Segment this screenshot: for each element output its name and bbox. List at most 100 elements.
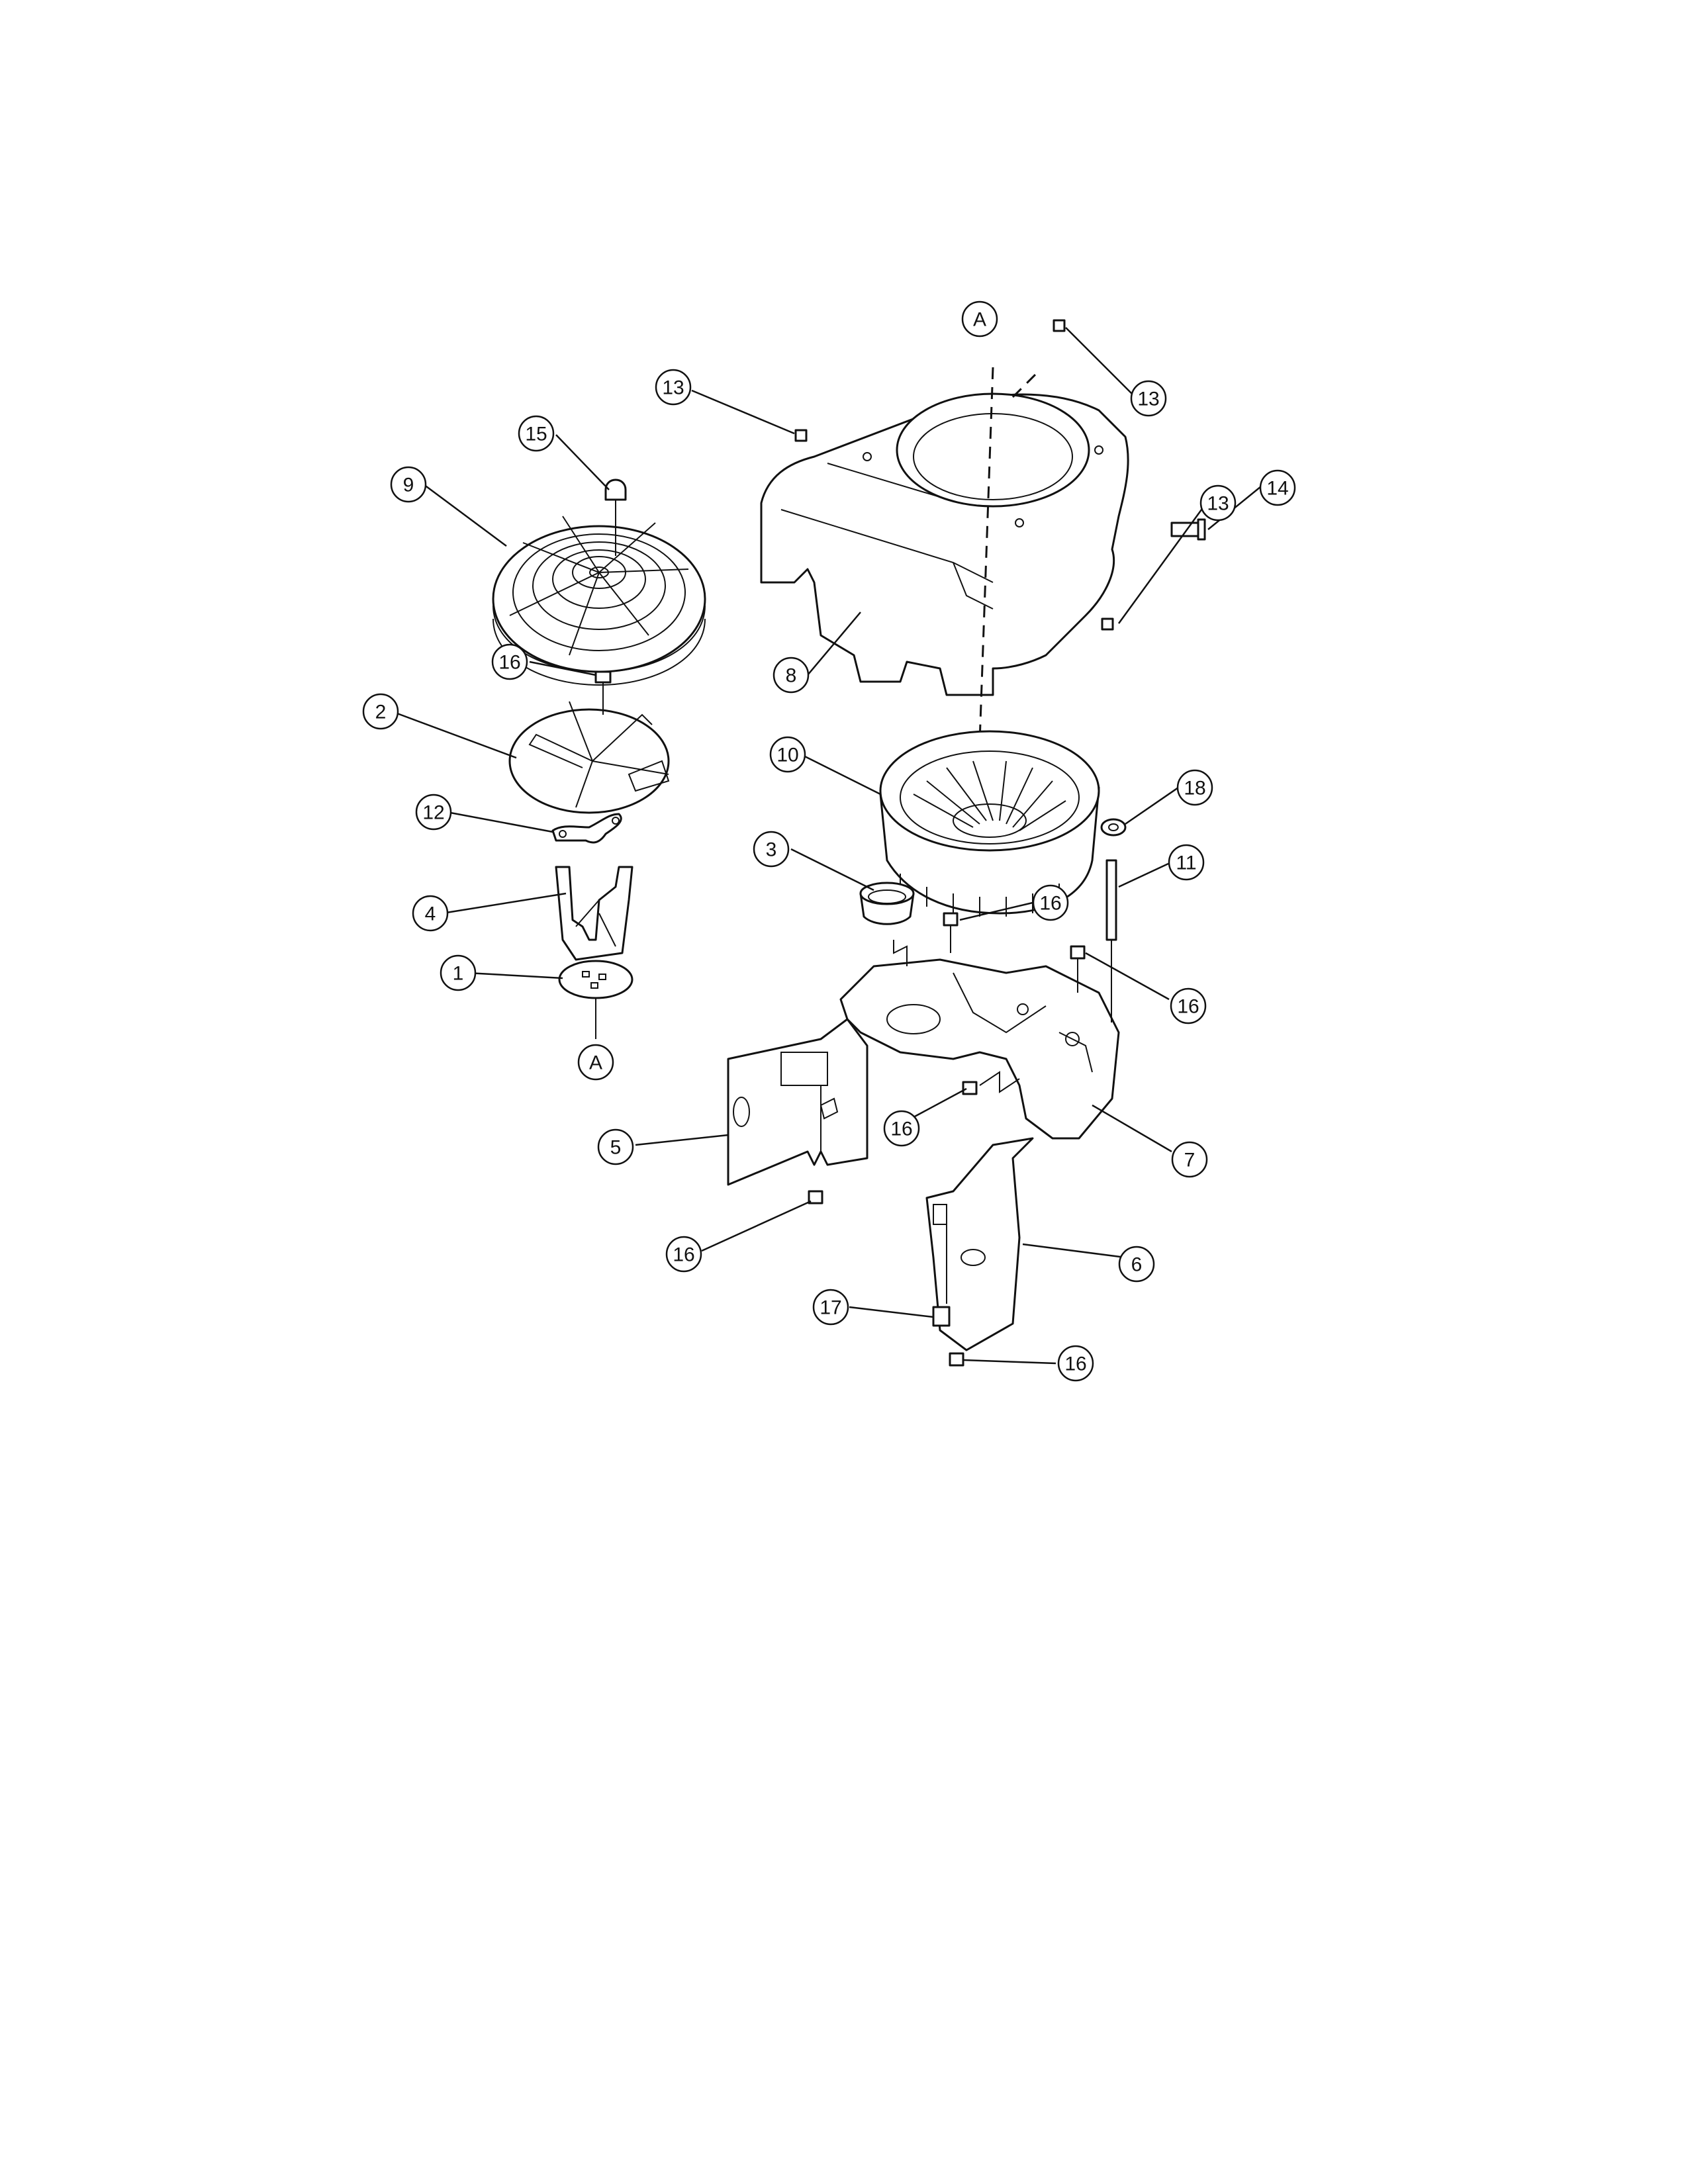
callout-c2: 2 (362, 693, 399, 730)
hub-plate (558, 960, 633, 999)
callout-number: 16 (1064, 1353, 1086, 1375)
callout-circle (362, 693, 399, 730)
callout-c16d: 16 (883, 1110, 920, 1147)
callout-number: 16 (498, 652, 520, 674)
callout-circle (812, 1289, 849, 1326)
callout-c11: 11 (1168, 844, 1205, 881)
callout-circle (883, 1110, 920, 1147)
callout-number: 16 (890, 1118, 912, 1140)
callout-circle (491, 643, 528, 680)
callout-number: 15 (525, 424, 547, 445)
callout-c4: 4 (412, 895, 449, 932)
callout-c9: 9 (390, 466, 427, 503)
callout-circle (518, 415, 555, 452)
callout-number: 16 (1039, 893, 1061, 915)
callout-circle (1199, 484, 1237, 522)
screw-17 (932, 1306, 951, 1327)
callout-number: 16 (1177, 996, 1199, 1018)
acorn-nut-15 (604, 478, 627, 556)
callout-circle (1259, 469, 1296, 506)
callout-c10: 10 (769, 736, 806, 773)
callout-circle (1170, 987, 1207, 1024)
hex-nut-18 (1100, 818, 1127, 837)
callout-number: 2 (375, 702, 387, 723)
callout-c13a: 13 (655, 369, 692, 406)
callout-circle (1130, 380, 1167, 417)
callout-cA2: A (577, 1044, 614, 1081)
callout-number: 17 (820, 1297, 841, 1319)
callout-circle (1057, 1345, 1094, 1382)
callout-circle (1171, 1141, 1208, 1178)
callout-c12: 12 (415, 794, 452, 831)
callout-c5: 5 (597, 1128, 634, 1165)
callout-circle (415, 794, 452, 831)
callout-number: 14 (1266, 478, 1288, 500)
callout-cA1: A (961, 300, 998, 338)
support-bracket (555, 866, 633, 961)
callout-circle (597, 1128, 634, 1165)
callout-c13b: 13 (1130, 380, 1167, 417)
grommet (859, 882, 915, 925)
callout-circle (577, 1044, 614, 1081)
callout-c16f: 16 (1057, 1345, 1094, 1382)
callout-number: 13 (662, 377, 684, 399)
flywheel-fan (879, 730, 1100, 917)
callout-number: 11 (1176, 852, 1196, 874)
callout-c3: 3 (753, 831, 790, 868)
bolt-16-upper-left (594, 670, 612, 715)
lower-shield (925, 1137, 1034, 1351)
callout-circle (665, 1236, 702, 1273)
callout-number: 12 (422, 802, 444, 824)
callout-c16e: 16 (665, 1236, 702, 1273)
callout-circle (753, 831, 790, 868)
callout-number: 4 (425, 903, 436, 925)
callout-circle (961, 300, 998, 338)
base-baffle (839, 958, 1120, 1140)
callout-number: 5 (610, 1137, 622, 1159)
callout-number: 9 (403, 475, 414, 496)
bolt-16-side (808, 1190, 823, 1205)
callout-c6: 6 (1118, 1246, 1155, 1283)
bolt-16-bottom (949, 1352, 964, 1367)
callout-circle (769, 736, 806, 773)
callout-c1: 1 (440, 954, 477, 991)
callout-number: 13 (1137, 388, 1159, 410)
bolt-16-base (962, 1081, 978, 1095)
bolt-13-right (1101, 617, 1114, 631)
callout-circle (1032, 884, 1069, 921)
callout-c14: 14 (1259, 469, 1296, 506)
callout-circle (412, 895, 449, 932)
rotating-screen-grille (492, 516, 706, 686)
callout-number: 13 (1207, 493, 1229, 515)
callout-number: A (589, 1052, 602, 1074)
leader-lines (397, 327, 1262, 1365)
callout-c8: 8 (773, 657, 810, 694)
side-shield (727, 1018, 868, 1186)
callout-number: 10 (776, 745, 798, 766)
callout-circle (440, 954, 477, 991)
bolt-13-left (794, 429, 808, 442)
callout-circle (1118, 1246, 1155, 1283)
callout-c16a: 16 (491, 643, 528, 680)
callout-circle (390, 466, 427, 503)
callout-number: A (973, 309, 986, 331)
callout-circle (655, 369, 692, 406)
screen-plate (508, 701, 670, 814)
retainer-clip (551, 813, 622, 844)
callout-c13c: 13 (1199, 484, 1237, 522)
callout-number: 7 (1184, 1150, 1196, 1171)
callout-c17: 17 (812, 1289, 849, 1326)
callout-number: 1 (453, 963, 464, 985)
callout-number: 6 (1131, 1254, 1143, 1276)
blower-housing (760, 392, 1129, 696)
callout-c7: 7 (1171, 1141, 1208, 1178)
callout-circle (1176, 769, 1213, 806)
callout-number: 18 (1184, 778, 1205, 799)
bolt-16-flywheel (943, 912, 959, 953)
fastener-14 (1170, 518, 1206, 541)
callout-c15: 15 (518, 415, 555, 452)
callout-number: 8 (786, 665, 797, 687)
stud-bolt (1105, 859, 1117, 1023)
